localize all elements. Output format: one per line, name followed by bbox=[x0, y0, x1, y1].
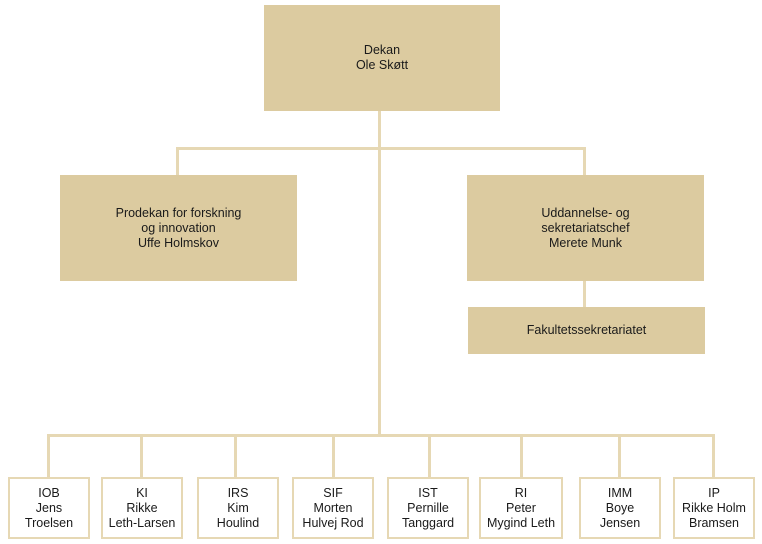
institute-head-line1: Kim bbox=[227, 500, 249, 515]
institute-head-line1: Peter bbox=[506, 500, 536, 515]
institute-abbr: KI bbox=[136, 485, 148, 500]
institute-head-line2: Houlind bbox=[216, 515, 260, 530]
institute-box: IRS Kim Houlind bbox=[197, 477, 279, 539]
institute-box: IP Rikke Holm Bramsen bbox=[673, 477, 755, 539]
institute-abbr: IP bbox=[708, 485, 720, 500]
institute-head-line1: Pernille bbox=[407, 500, 449, 515]
institute-head-line2: Troelsen bbox=[24, 515, 74, 530]
admin-head-role-line2: sekretariatschef bbox=[541, 220, 630, 235]
connector-institute-drop-3 bbox=[234, 434, 237, 478]
prodean-role-line1: Prodekan for forskning bbox=[115, 205, 242, 220]
institute-head-line2: Mygind Leth bbox=[486, 515, 556, 530]
institute-box: IMM Boye Jensen bbox=[579, 477, 661, 539]
connector-lower-horizontal bbox=[47, 434, 715, 437]
institute-head-line1: Boye bbox=[605, 500, 635, 515]
admin-head-role-line1: Uddannelse- og bbox=[541, 205, 630, 220]
institute-abbr: IRS bbox=[227, 485, 249, 500]
connector-prodean-drop bbox=[176, 147, 179, 176]
connector-admin-drop bbox=[583, 147, 586, 176]
connector-institute-drop-6 bbox=[520, 434, 523, 478]
secretariat-box: Fakultetssekretariatet bbox=[468, 307, 705, 354]
institute-head-line1: Rikke Holm bbox=[682, 500, 746, 515]
institute-head-line1: Rikke bbox=[126, 500, 158, 515]
connector-institute-drop-7 bbox=[618, 434, 621, 478]
connector-dean-down bbox=[378, 110, 381, 437]
admin-head-box: Uddannelse- og sekretariatschef Merete M… bbox=[467, 175, 704, 281]
institute-head-line2: Bramsen bbox=[688, 515, 740, 530]
prodean-name: Uffe Holmskov bbox=[137, 235, 220, 250]
connector-institute-drop-1 bbox=[47, 434, 50, 478]
institute-box: KI Rikke Leth-Larsen bbox=[101, 477, 183, 539]
institute-head-line2: Hulvej Rod bbox=[302, 515, 364, 530]
institute-box: IOB Jens Troelsen bbox=[8, 477, 90, 539]
connector-institute-drop-8 bbox=[712, 434, 715, 478]
admin-head-name: Merete Munk bbox=[549, 235, 622, 250]
connector-institute-drop-2 bbox=[140, 434, 143, 478]
connector-institute-drop-5 bbox=[428, 434, 431, 478]
dean-box: Dekan Ole Skøtt bbox=[264, 5, 500, 111]
institute-head-line1: Morten bbox=[313, 500, 353, 515]
institute-head-line1: Jens bbox=[35, 500, 63, 515]
dean-title: Dekan bbox=[363, 43, 401, 57]
prodean-box: Prodekan for forskning og innovation Uff… bbox=[60, 175, 297, 281]
institute-head-line2: Jensen bbox=[599, 515, 641, 530]
institute-head-line2: Leth-Larsen bbox=[108, 515, 176, 530]
institute-box: RI Peter Mygind Leth bbox=[479, 477, 563, 539]
institute-abbr: IOB bbox=[38, 485, 60, 500]
institute-box: IST Pernille Tanggard bbox=[387, 477, 469, 539]
connector-upper-horizontal bbox=[176, 147, 586, 150]
institute-head-line2: Tanggard bbox=[401, 515, 455, 530]
dean-name: Ole Skøtt bbox=[355, 58, 409, 72]
institute-abbr: IST bbox=[418, 485, 438, 500]
prodean-role-line2: og innovation bbox=[141, 220, 216, 235]
institute-abbr: RI bbox=[514, 485, 528, 500]
connector-institute-drop-4 bbox=[332, 434, 335, 478]
secretariat-label: Fakultetssekretariatet bbox=[526, 323, 647, 337]
institute-abbr: IMM bbox=[607, 485, 633, 500]
institute-box: SIF Morten Hulvej Rod bbox=[292, 477, 374, 539]
connector-admin-secretariat bbox=[583, 280, 586, 308]
institute-abbr: SIF bbox=[323, 485, 343, 500]
